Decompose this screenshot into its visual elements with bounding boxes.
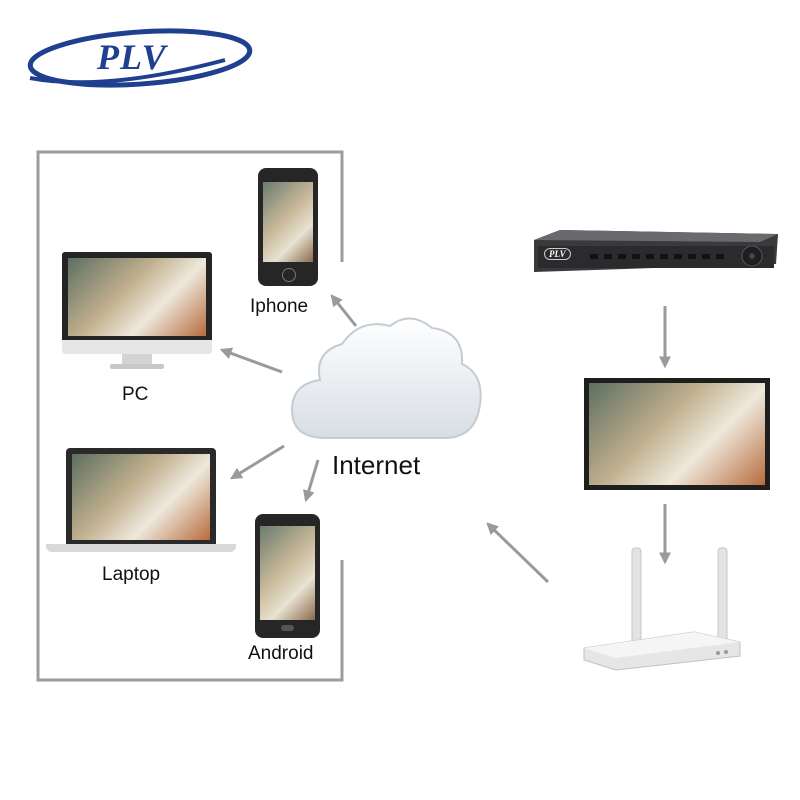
arrow-to-pc bbox=[219, 347, 283, 374]
iphone-device bbox=[258, 168, 318, 286]
pc-chin bbox=[62, 340, 212, 354]
dvr-badge: PLV bbox=[544, 248, 571, 260]
arrow-router-to-internet bbox=[486, 522, 550, 584]
laptop-lid bbox=[66, 448, 216, 544]
laptop-base bbox=[46, 544, 236, 552]
laptop-label: Laptop bbox=[102, 564, 161, 585]
android-label: Android bbox=[248, 643, 314, 664]
iphone-label: Iphone bbox=[250, 296, 309, 317]
android-screen bbox=[260, 526, 315, 620]
laptop-screen bbox=[72, 454, 210, 540]
arrow-to-iphone bbox=[330, 294, 358, 327]
laptop-device bbox=[46, 448, 236, 558]
pc-monitor bbox=[62, 252, 212, 344]
cloud-icon bbox=[290, 317, 482, 439]
arrow-to-laptop bbox=[229, 444, 285, 480]
dvr-device: PLV bbox=[530, 228, 780, 276]
iphone-home-button bbox=[282, 268, 296, 282]
monitor-screen bbox=[589, 383, 765, 485]
pc-stand bbox=[122, 354, 152, 366]
android-device bbox=[255, 514, 320, 638]
plv-logo-swoosh bbox=[27, 28, 253, 88]
arrow-to-android bbox=[303, 459, 320, 503]
iphone-screen bbox=[263, 182, 313, 262]
internet-label: Internet bbox=[332, 450, 421, 480]
pc-device bbox=[62, 252, 212, 370]
plv-logo: PLV bbox=[25, 20, 255, 95]
android-home-button bbox=[281, 625, 294, 631]
pc-label: PC bbox=[122, 384, 149, 405]
pc-screen bbox=[68, 258, 206, 336]
monitor-device bbox=[584, 378, 770, 490]
pc-base bbox=[110, 364, 164, 369]
dvr-body bbox=[534, 230, 778, 272]
router-device bbox=[583, 547, 741, 671]
plv-logo-text: PLV bbox=[97, 37, 167, 77]
